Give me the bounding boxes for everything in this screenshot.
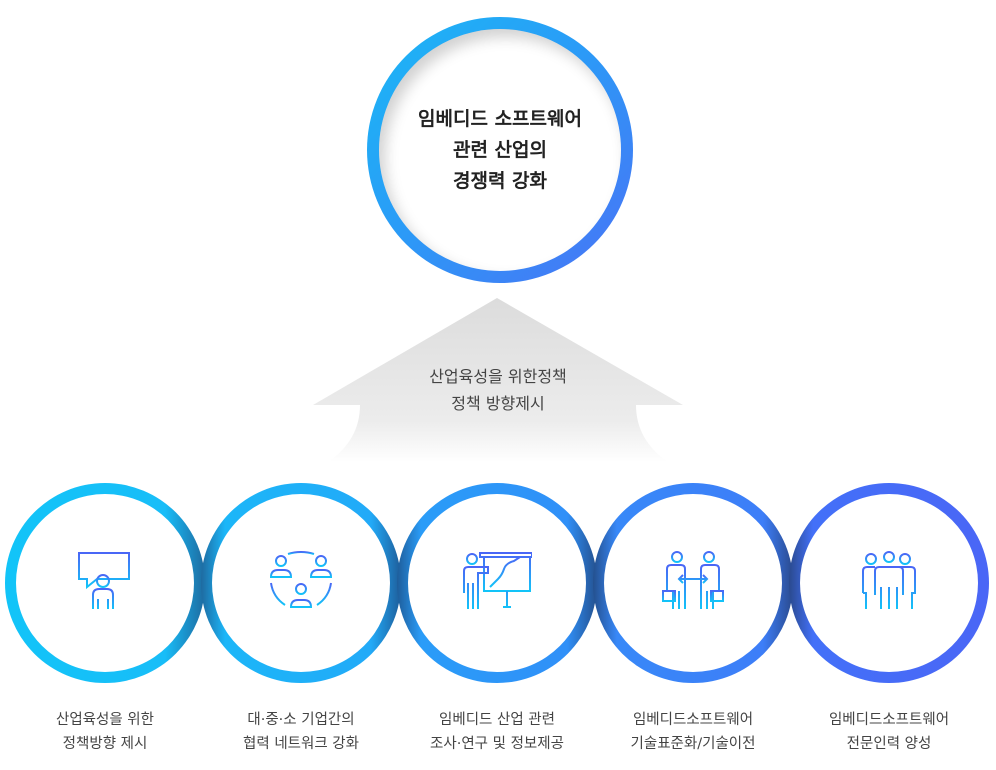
item-label-line: 대·중·소 기업간의 (247, 712, 355, 728)
item-label: 임베디드소프트웨어 기술표준화/기술이전 (593, 708, 793, 756)
goal-title: 임베디드 소프트웨어 관련 산업의 경쟁력 강화 (418, 104, 582, 197)
presenter-speech-icon (73, 552, 133, 610)
arrow-caption: 산업육성을 위한정책 정책 방향제시 (380, 363, 616, 417)
item-label: 임베디드소프트웨어 전문인력 양성 (789, 708, 989, 756)
item-label: 임베디드 산업 관련 조사·연구 및 정보제공 (397, 708, 597, 756)
item-label-line: 산업육성을 위한 (56, 712, 154, 728)
item-label: 산업육성을 위한 정책방향 제시 (5, 708, 205, 756)
item-circle-workforce (789, 483, 989, 683)
item-label-line: 협력 네트워크 강화 (243, 736, 359, 752)
network-people-icon (269, 551, 333, 608)
goal-line: 관련 산업의 (452, 138, 547, 161)
item-circle-network (201, 483, 401, 683)
item-label-line: 조사·연구 및 정보제공 (430, 736, 564, 752)
item-label-line: 정책방향 제시 (62, 736, 148, 752)
group-people-icon (862, 551, 916, 609)
item-circle-policy (5, 483, 205, 683)
arrow-caption-line: 산업육성을 위한정책 (429, 367, 567, 386)
item-circle-research (397, 483, 597, 683)
upward-arrow (313, 298, 683, 462)
item-label-line: 임베디드 산업 관련 (439, 712, 555, 728)
item-label-line: 임베디드소프트웨어 (632, 712, 754, 728)
exchange-people-icon (662, 551, 724, 609)
item-label-line: 기술표준화/기술이전 (630, 736, 756, 752)
goal-line: 임베디드 소프트웨어 (418, 107, 582, 130)
item-label-line: 전문인력 양성 (846, 736, 932, 752)
item-circle-transfer (593, 483, 793, 683)
goal-line: 경쟁력 강화 (452, 169, 547, 192)
item-label: 대·중·소 기업간의 협력 네트워크 강화 (201, 708, 401, 756)
goal-circle: 임베디드 소프트웨어 관련 산업의 경쟁력 강화 (367, 17, 633, 283)
item-label-line: 임베디드소프트웨어 (828, 712, 950, 728)
presentation-chart-icon (463, 552, 532, 609)
arrow-caption-line: 정책 방향제시 (451, 394, 545, 413)
